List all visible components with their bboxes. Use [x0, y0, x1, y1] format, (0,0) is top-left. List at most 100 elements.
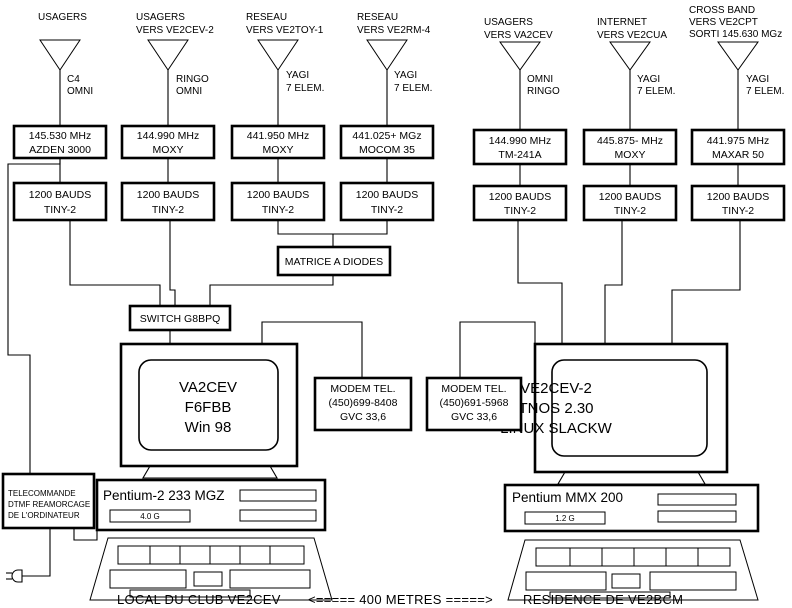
diode-matrix-label: MATRICE A DIODES [285, 256, 383, 268]
tnc-model: TINY-2 [44, 204, 76, 216]
antenna-type: 7 ELEM. [637, 86, 675, 97]
modem-label: MODEM TEL. [441, 383, 506, 395]
antenna-label: VERS VE2CPT [689, 17, 758, 28]
antenna-type: RINGO [176, 74, 209, 85]
tnc-3: 1200 BAUDS TINY-2 [230, 181, 326, 222]
antenna-7: CROSS BAND VERS VE2CPT SORTI 145.630 MGz… [689, 5, 784, 97]
radio-4: 441.025+ MGz MOCOM 35 [339, 124, 435, 160]
antenna-type: OMNI [527, 74, 553, 85]
power-plug-icon [6, 569, 23, 583]
footer: LOCAL DU CLUB VE2CEV <===== 400 METRES =… [117, 592, 683, 607]
antenna-label: USAGERS [136, 12, 185, 23]
tnc-model: TINY-2 [152, 204, 184, 216]
antenna-type: 7 ELEM. [746, 86, 784, 97]
tnc-model: TINY-2 [262, 204, 294, 216]
dtmf-remote-label: DTMF REAMORCAGE [8, 500, 90, 509]
antenna-icon [257, 39, 299, 71]
antenna-icon [717, 41, 759, 71]
footer-right: RESIDENCE DE VE2BCM [523, 592, 683, 607]
tnc-4: 1200 BAUDS TINY-2 [339, 181, 435, 222]
cpu-model: Pentium MMX 200 [512, 490, 623, 505]
antenna-type: OMNI [176, 86, 202, 97]
antenna-icon [366, 39, 408, 71]
cpu-model: Pentium-2 233 MGZ [103, 488, 225, 503]
antenna-label: VERS VE2CUA [597, 30, 667, 41]
antenna-icon [499, 41, 541, 71]
antenna-type: RINGO [527, 86, 560, 97]
disk-size: 4.0 G [140, 512, 160, 521]
tnc-speed: 1200 BAUDS [247, 189, 309, 201]
antenna-6: INTERNET VERS VE2CUA YAGI 7 ELEM. [597, 17, 675, 97]
keyboard-icon [507, 539, 759, 601]
antenna-label: VERS VA2CEV [484, 30, 553, 41]
modem-model: GVC 33,6 [340, 411, 386, 423]
tnc-model: TINY-2 [504, 205, 536, 217]
screen-callsign: VE2CEV-2 [520, 380, 592, 397]
antenna-label: INTERNET [597, 17, 647, 28]
radio-model: MOXY [615, 149, 646, 161]
antenna-type: YAGI [394, 70, 417, 81]
antenna-label: VERS VE2CEV-2 [136, 25, 214, 36]
tnc-speed: 1200 BAUDS [599, 191, 661, 203]
dtmf-remote-label: DE L'ORDINATEUR [8, 511, 80, 520]
radio-1: 145.530 MHz AZDEN 3000 [12, 124, 108, 160]
tnc-7: 1200 BAUDS TINY-2 [690, 184, 786, 222]
radio-frequency: 441.975 MHz [707, 135, 769, 147]
antenna-2: USAGERS VERS VE2CEV-2 RINGO OMNI [136, 12, 214, 97]
tnc-speed: 1200 BAUDS [29, 189, 91, 201]
tnc-speed: 1200 BAUDS [489, 191, 551, 203]
cpu-case [95, 478, 327, 532]
radio-frequency: 144.990 MHz [137, 130, 199, 142]
radio-model: MOXY [263, 144, 294, 156]
antenna-label: USAGERS [484, 17, 533, 28]
antenna-label: USAGERS [38, 12, 87, 23]
left-station: VA2CEV F6FBB Win 98 Pentium-2 233 MGZ 4.… [89, 342, 413, 601]
radio-3: 441.950 MHz MOXY [230, 124, 326, 160]
tnc-model: TINY-2 [722, 205, 754, 217]
radio-7: 441.975 MHz MAXAR 50 [690, 128, 786, 166]
radio-model: AZDEN 3000 [29, 144, 91, 156]
tnc-speed: 1200 BAUDS [356, 189, 418, 201]
antenna-type: OMNI [67, 86, 93, 97]
antenna-1: USAGERS C4 OMNI [38, 12, 93, 97]
tnc-5: 1200 BAUDS TINY-2 [472, 184, 568, 222]
modem-phone: (450)699-8408 [329, 397, 398, 409]
radio-frequency: 441.025+ MGz [352, 130, 421, 142]
tnc-2: 1200 BAUDS TINY-2 [120, 181, 216, 222]
footer-middle: <===== 400 METRES =====> [308, 592, 493, 607]
dtmf-remote-label: TELECOMMANDE [8, 489, 76, 498]
radio-frequency: 144.990 MHz [489, 135, 551, 147]
tnc-speed: 1200 BAUDS [707, 191, 769, 203]
antenna-label: CROSS BAND [689, 5, 755, 16]
disk-size: 1.2 G [555, 514, 575, 523]
screen-software: F6FBB [185, 399, 232, 416]
tnc-model: TINY-2 [614, 205, 646, 217]
right-station: VE2CEV-2 TNOS 2.30 LINUX SLACKW Pentium … [425, 342, 760, 601]
antenna-type: YAGI [637, 74, 660, 85]
screen-software: TNOS 2.30 [518, 400, 593, 417]
antenna-icon [147, 39, 189, 71]
screen-callsign: VA2CEV [179, 379, 237, 396]
antenna-type: YAGI [286, 70, 309, 81]
modem-model: GVC 33,6 [451, 411, 497, 423]
radio-frequency: 441.950 MHz [247, 130, 309, 142]
radio-model: MOXY [153, 144, 184, 156]
antenna-type: 7 ELEM. [394, 83, 432, 94]
keyboard-icon [89, 537, 333, 601]
antenna-label: VERS VE2TOY-1 [246, 25, 324, 36]
wiring [7, 70, 741, 577]
modem-left: MODEM TEL. (450)699-8408 GVC 33,6 [313, 376, 413, 432]
tnc-6: 1200 BAUDS TINY-2 [582, 184, 678, 222]
screen-os: LINUX SLACKW [500, 420, 613, 437]
footer-left: LOCAL DU CLUB VE2CEV [117, 592, 281, 607]
antenna-type: 7 ELEM. [286, 83, 324, 94]
cpu-case [503, 483, 760, 533]
screen-os: Win 98 [185, 419, 232, 436]
radio-2: 144.990 MHz MOXY [120, 124, 216, 160]
antenna-label: VERS VE2RM-4 [357, 25, 431, 36]
radio-model: TM-241A [498, 149, 541, 161]
antenna-icon [609, 41, 651, 71]
modem-right: MODEM TEL. (450)691-5968 GVC 33,6 [425, 376, 523, 432]
modem-label: MODEM TEL. [330, 383, 395, 395]
